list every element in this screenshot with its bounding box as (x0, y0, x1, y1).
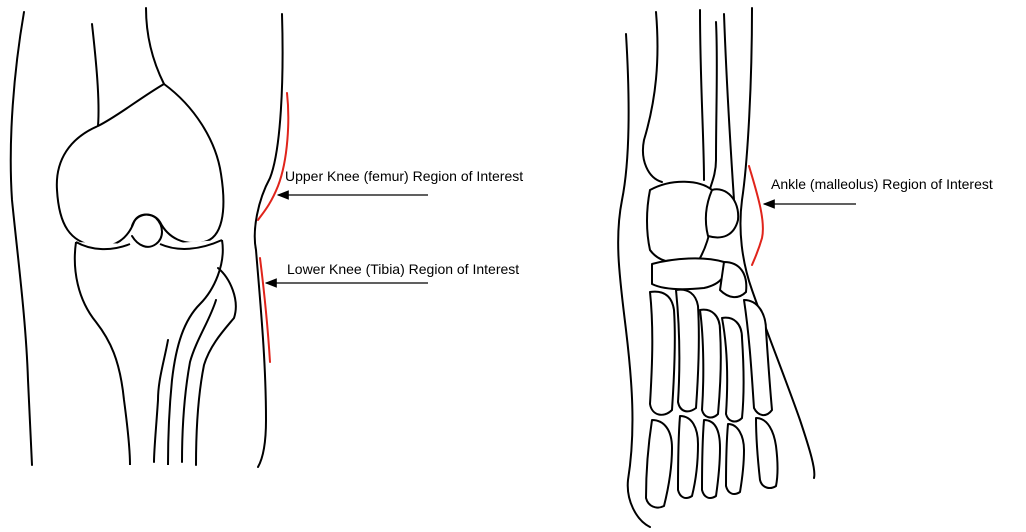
tibia-inner-line (154, 340, 168, 462)
tibia (75, 240, 223, 465)
foot-outline-left (618, 34, 650, 527)
phalanges-4 (726, 424, 744, 494)
metatarsal-4 (722, 318, 744, 422)
foot-outline-right (740, 8, 814, 478)
lower-knee-label: Lower Knee (Tibia) Region of Interest (287, 261, 519, 277)
femur-notch (132, 215, 162, 247)
talus (647, 182, 713, 263)
metatarsal-5 (744, 300, 772, 415)
cuboid (720, 262, 746, 297)
metatarsal-2 (676, 290, 699, 412)
phalanges-5 (756, 418, 778, 488)
knee-drawing (11, 8, 289, 467)
fibula (196, 268, 236, 465)
ankle-roi-line (749, 166, 763, 265)
upper-knee-roi-line (258, 93, 288, 220)
foot-drawing (618, 8, 814, 527)
phalanges-3 (702, 420, 720, 498)
upper-knee-label: Upper Knee (femur) Region of Interest (285, 168, 523, 184)
phalanges-2 (678, 416, 698, 498)
femur-shaft-left (92, 24, 99, 126)
metatarsal-1 (650, 292, 675, 415)
femur-shaft-right (146, 8, 164, 84)
femur-condyles (57, 84, 224, 246)
metatarsal-3 (700, 310, 721, 418)
navicular (652, 258, 725, 289)
phalanges-1 (646, 420, 672, 508)
knee-leg-outline-left (11, 12, 32, 465)
knee-leg-outline-right (255, 14, 283, 467)
ankle-label: Ankle (malleolus) Region of Interest (771, 176, 993, 192)
ankle-tibia (643, 12, 717, 196)
